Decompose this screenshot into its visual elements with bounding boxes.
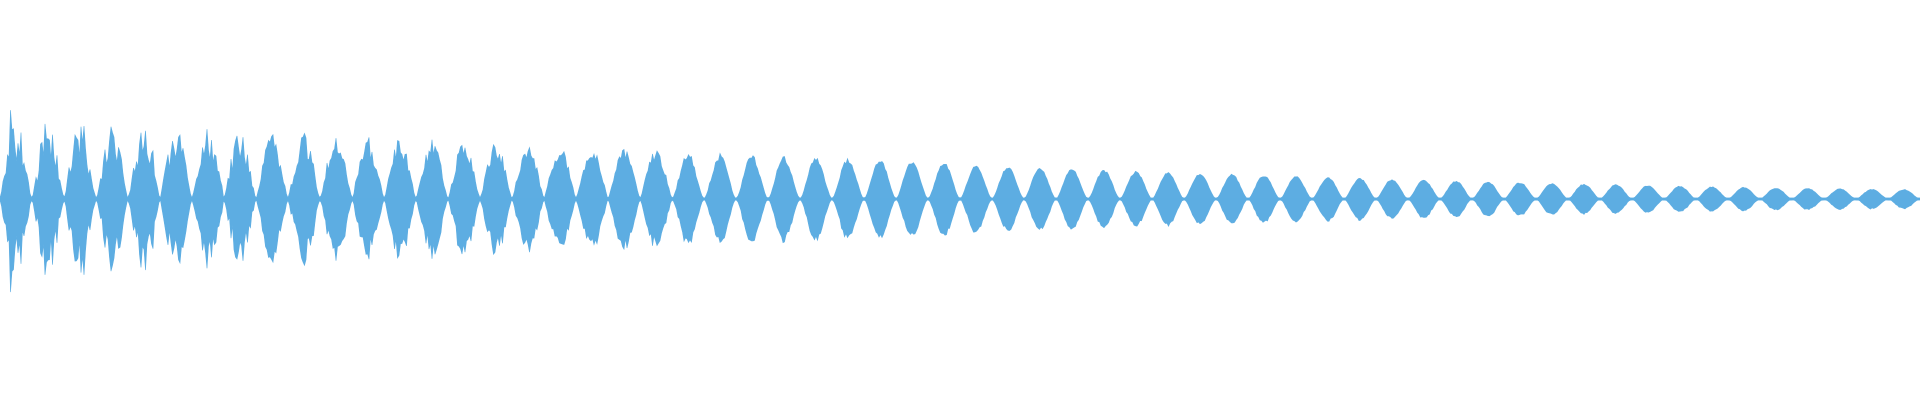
waveform-shape <box>0 110 1920 293</box>
waveform-envelope <box>0 110 1920 293</box>
